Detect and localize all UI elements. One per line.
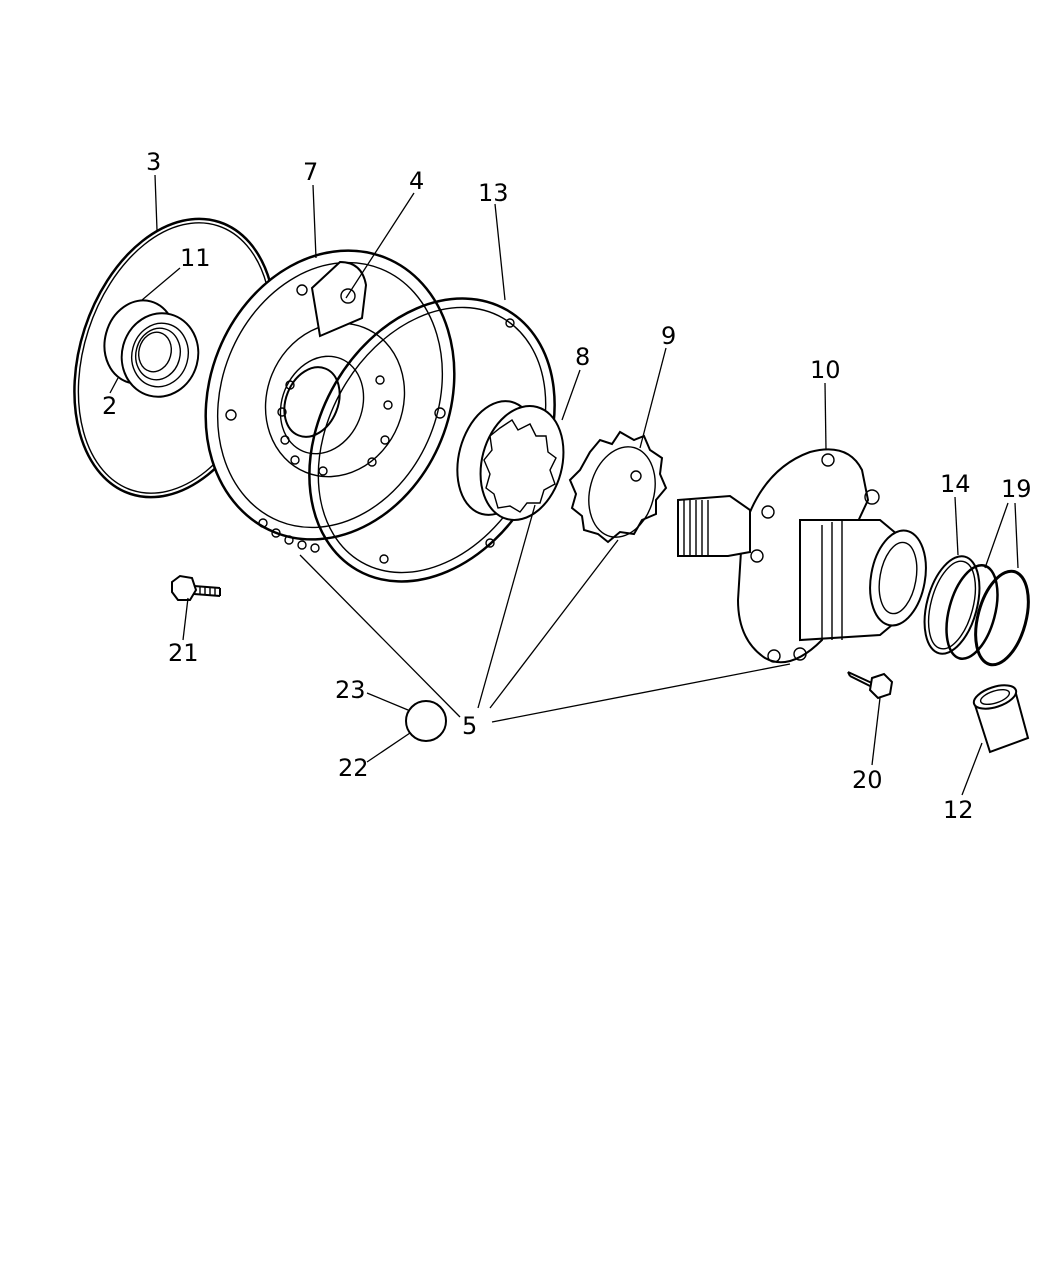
callout-2: 2 bbox=[102, 392, 117, 420]
part-9-inner-gear bbox=[568, 430, 668, 544]
callout-21: 21 bbox=[168, 639, 199, 667]
part-19-sealing-rings bbox=[945, 564, 1030, 667]
callout-labels: 3 11 2 7 4 13 8 9 10 14 19 12 20 21 23 2… bbox=[102, 148, 1032, 824]
callout-5: 5 bbox=[462, 712, 477, 740]
callout-9: 9 bbox=[661, 322, 676, 350]
part-21-bolt bbox=[171, 574, 221, 601]
leader-lines bbox=[109, 174, 1019, 796]
callout-12: 12 bbox=[943, 796, 974, 824]
callout-14: 14 bbox=[940, 470, 971, 498]
callout-10: 10 bbox=[810, 356, 841, 384]
part-20-bolt bbox=[847, 671, 894, 700]
callout-8: 8 bbox=[575, 343, 590, 371]
part-22-23-plug bbox=[405, 700, 447, 742]
callout-7: 7 bbox=[303, 158, 318, 186]
part-4-valve bbox=[310, 260, 368, 338]
callout-22: 22 bbox=[338, 754, 369, 782]
callout-23: 23 bbox=[335, 676, 366, 704]
callout-4: 4 bbox=[409, 167, 424, 195]
part-8-outer-gear bbox=[456, 400, 565, 521]
part-14-ring bbox=[923, 555, 981, 655]
callout-20: 20 bbox=[852, 766, 883, 794]
callout-3: 3 bbox=[146, 148, 161, 176]
part-11-seal bbox=[103, 299, 200, 398]
part-10-stator-support bbox=[677, 448, 927, 664]
callout-11: 11 bbox=[180, 244, 211, 272]
callout-13: 13 bbox=[478, 179, 509, 207]
callout-19: 19 bbox=[1001, 475, 1032, 503]
part-12-bushing bbox=[972, 684, 1030, 754]
